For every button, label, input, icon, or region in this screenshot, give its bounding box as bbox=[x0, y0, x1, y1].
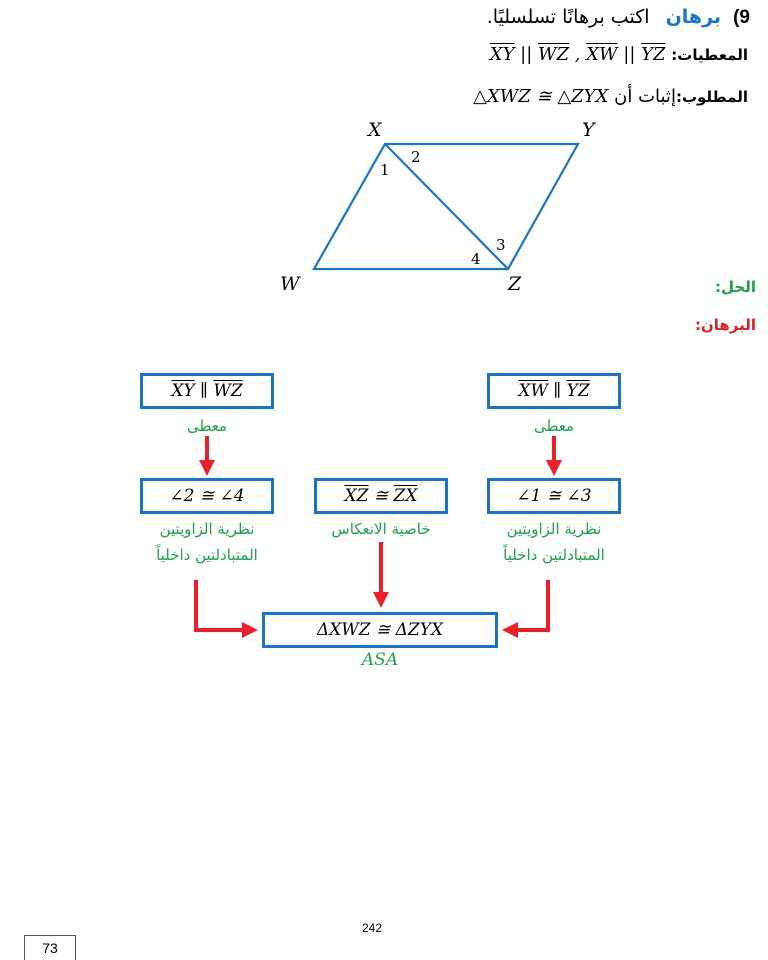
arrow-right-to-conclusion bbox=[502, 580, 550, 638]
problem-keyword: برهان bbox=[665, 6, 722, 28]
flow-box-angle2-angle4: ∠2 ≅ ∠4 bbox=[140, 478, 274, 514]
flow-box-xy-parallel-wz: XY ∥ WZ bbox=[140, 373, 274, 409]
reason-line: المتبادلتين داخلياً bbox=[156, 546, 258, 564]
flow-box-xz-congruent-zx: XZ ≅ ZX bbox=[314, 478, 448, 514]
segment-wz: WZ bbox=[213, 381, 243, 401]
segment-xy: XY bbox=[171, 381, 195, 401]
reason-given-right: معطى bbox=[533, 417, 575, 435]
reason-given-left: معطى bbox=[186, 417, 228, 435]
segment-yz: YZ bbox=[641, 44, 666, 65]
segment-xy: XY bbox=[489, 44, 515, 65]
parallel-sign: || bbox=[617, 44, 642, 65]
problem-statement: 9) برهان اكتب برهانًا تسلسليًا. bbox=[487, 6, 750, 29]
solution-label: الحل: bbox=[715, 278, 756, 296]
required-label: المطلوب: bbox=[675, 88, 748, 106]
segment-yz: YZ bbox=[566, 381, 590, 401]
congruent-sign: ≅ bbox=[368, 486, 394, 506]
angle-label-3: 3 bbox=[496, 236, 506, 254]
given-statement: XY || WZ , XW || YZ bbox=[490, 44, 666, 65]
segment-xz: XZ bbox=[344, 486, 369, 506]
angle-label-4: 4 bbox=[471, 250, 481, 268]
reason-alt-interior-left: نظرية الزاويتين المتبادلتين داخلياً bbox=[120, 516, 294, 568]
proof-label: البرهان: bbox=[694, 316, 756, 334]
segment-wz: WZ bbox=[538, 44, 570, 65]
problem-instruction: اكتب برهانًا تسلسليًا. bbox=[486, 6, 650, 28]
comma: , bbox=[569, 44, 587, 65]
reason-reflexive: خاصية الانعكاس bbox=[331, 520, 431, 538]
flow-box-xw-parallel-yz: XW ∥ YZ bbox=[487, 373, 621, 409]
arrow-left-to-conclusion bbox=[194, 580, 258, 638]
flow-box-angle1-angle3: ∠1 ≅ ∠3 bbox=[487, 478, 621, 514]
page-number-center: 242 bbox=[362, 921, 383, 935]
vertex-y: Y bbox=[582, 119, 597, 141]
parallel-sign: || bbox=[514, 44, 539, 65]
angle-label-1: 1 bbox=[380, 161, 390, 179]
required-line: المطلوب:إثبات أن △XWZ ≅ △ZYX bbox=[473, 86, 748, 107]
parallel-sign: ∥ bbox=[194, 381, 214, 401]
segment-xw: XW bbox=[518, 381, 548, 401]
flow-box-conclusion: ΔXWZ ≅ ΔZYX bbox=[262, 612, 498, 648]
flow-arrows bbox=[194, 436, 562, 638]
reason-line: نظرية الزاويتين bbox=[159, 520, 255, 538]
reason-asa: ASA bbox=[361, 650, 399, 670]
diagonal-xz bbox=[384, 143, 509, 270]
given-label: المعطيات: bbox=[671, 46, 748, 64]
required-statement: △XWZ ≅ △ZYX bbox=[473, 86, 609, 107]
parallel-sign: ∥ bbox=[547, 381, 567, 401]
vertex-x: X bbox=[366, 119, 383, 141]
segment-zx: ZX bbox=[393, 486, 418, 506]
reason-line: نظرية الزاويتين bbox=[506, 520, 602, 538]
parallelogram-figure: X Y W Z 1 2 3 4 bbox=[280, 119, 597, 294]
segment-xw: XW bbox=[586, 44, 618, 65]
given-line: المعطيات: XY || WZ , XW || YZ bbox=[490, 44, 748, 65]
reason-line: المتبادلتين داخلياً bbox=[503, 546, 605, 564]
page-number-box: 73 bbox=[24, 935, 76, 960]
required-text: إثبات أن bbox=[614, 86, 676, 107]
vertex-z: Z bbox=[507, 273, 522, 294]
angle-label-2: 2 bbox=[411, 148, 421, 166]
problem-number: 9) bbox=[733, 7, 750, 28]
vertex-w: W bbox=[280, 273, 301, 294]
reason-alt-interior-right: نظرية الزاويتين المتبادلتين داخلياً bbox=[467, 516, 641, 568]
